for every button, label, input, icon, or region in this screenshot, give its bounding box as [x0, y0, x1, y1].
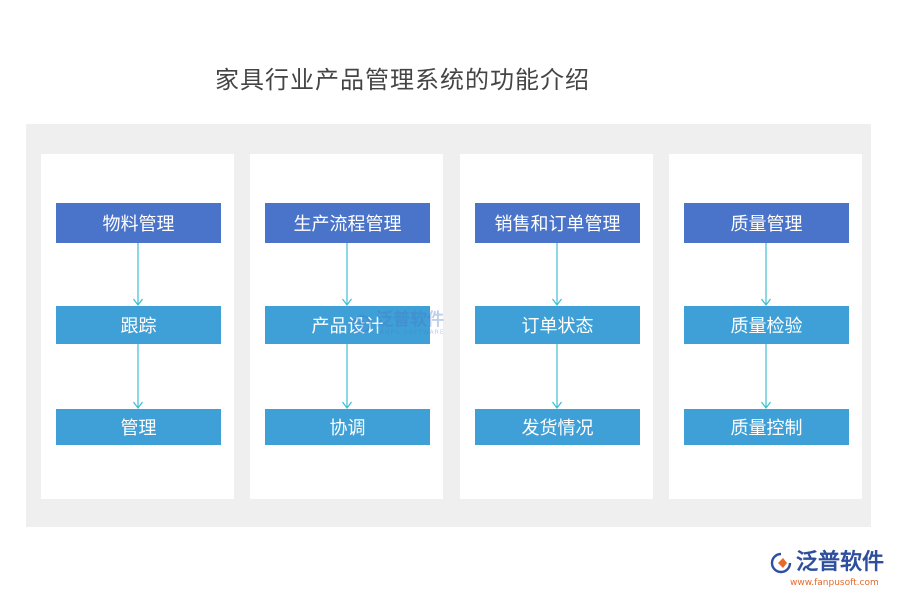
- function-box: 跟踪: [56, 306, 221, 344]
- down-arrow-icon: [133, 344, 143, 409]
- down-arrow-icon: [761, 243, 771, 306]
- category-box: 生产流程管理: [265, 203, 430, 243]
- page-title: 家具行业产品管理系统的功能介绍: [215, 66, 590, 94]
- function-box: 管理: [56, 409, 221, 445]
- down-arrow-icon: [761, 344, 771, 409]
- category-box: 质量管理: [684, 203, 849, 243]
- down-arrow-icon: [342, 243, 352, 306]
- function-box: 质量检验: [684, 306, 849, 344]
- down-arrow-icon: [133, 243, 143, 306]
- column-quality-management: 质量管理 质量检验 质量控制: [669, 154, 862, 499]
- column-material-management: 物料管理 跟踪 管理: [41, 154, 234, 499]
- function-box: 产品设计: [265, 306, 430, 344]
- column-production-process: 生产流程管理 产品设计 协调: [250, 154, 443, 499]
- function-box: 协调: [265, 409, 430, 445]
- brand-url: www.fanpusoft.com: [790, 578, 879, 588]
- brand-name: 泛普软件: [796, 550, 885, 575]
- diagram-panel: 物料管理 跟踪 管理 生产流程管理 产品设计 协调 销售和订单管理 订单状态 发…: [26, 124, 871, 527]
- function-box: 质量控制: [684, 409, 849, 445]
- category-box: 物料管理: [56, 203, 221, 243]
- fanpu-logo-icon: [770, 552, 792, 574]
- brand-logo: 泛普软件: [770, 552, 884, 574]
- function-box: 订单状态: [475, 306, 640, 344]
- function-box: 发货情况: [475, 409, 640, 445]
- down-arrow-icon: [342, 344, 352, 409]
- category-box: 销售和订单管理: [475, 203, 640, 243]
- down-arrow-icon: [552, 344, 562, 409]
- column-sales-orders: 销售和订单管理 订单状态 发货情况: [460, 154, 653, 499]
- down-arrow-icon: [552, 243, 562, 306]
